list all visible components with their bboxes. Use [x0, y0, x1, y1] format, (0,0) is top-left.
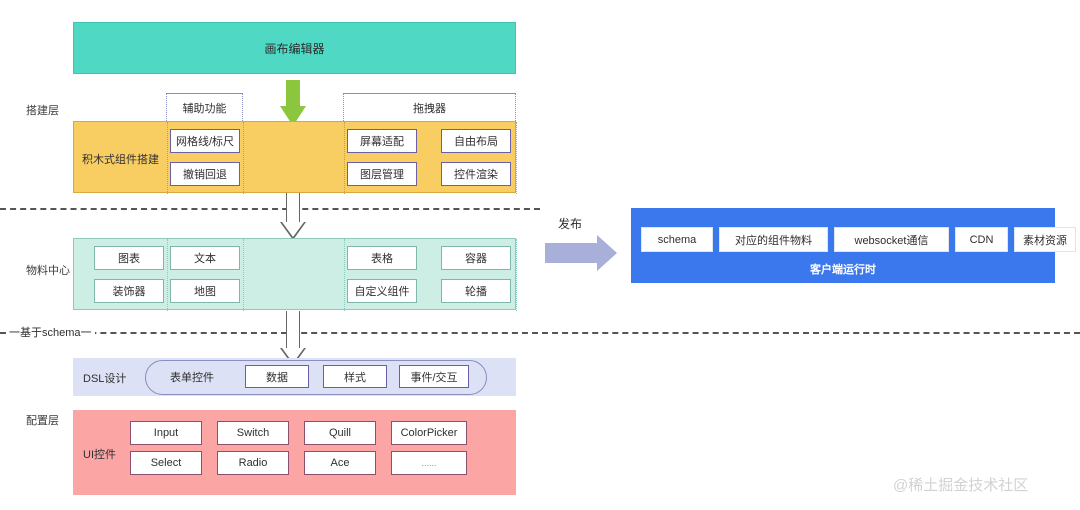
canvas-editor-bar: 画布编辑器: [73, 22, 516, 74]
chip-table[interactable]: 表格: [347, 246, 417, 270]
divider-schema: [0, 332, 1080, 334]
chip-radio[interactable]: Radio: [217, 451, 289, 475]
group-header-auxiliary-label: 辅助功能: [182, 102, 227, 115]
dsl-pill-container: [145, 360, 487, 395]
chip-assets[interactable]: 素材资源: [1014, 227, 1076, 252]
chip-free-layout[interactable]: 自由布局: [441, 129, 511, 153]
chip-grid-ruler[interactable]: 网格线/标尺: [170, 129, 240, 153]
chip-custom-component[interactable]: 自定义组件: [347, 279, 417, 303]
chip-colorpicker[interactable]: ColorPicker: [391, 421, 467, 445]
chip-ace[interactable]: Ace: [304, 451, 376, 475]
client-runtime-box: schema 对应的组件物料 websocket通信 CDN 素材资源 客户端运…: [631, 208, 1076, 283]
material-center-text: 物料中心: [26, 265, 70, 277]
ui-widgets-band: UI控件 Input Select Switch Radio Quill Ace…: [73, 410, 516, 495]
chip-event-interaction[interactable]: 事件/交互: [399, 365, 469, 388]
build-band: 积木式组件搭建 网格线/标尺 撤销回退 屏幕适配 图层管理 自由布局 控件渲染: [73, 121, 517, 194]
dsl-band-label: DSL设计: [83, 373, 127, 385]
config-layer-text: 配置层: [26, 415, 59, 427]
watermark: @稀土掘金技术社区: [893, 477, 1029, 494]
chip-map[interactable]: 地图: [170, 279, 240, 303]
material-band: 图表 装饰器 文本 地图 表格 自定义组件 容器 轮播: [73, 238, 517, 311]
chip-data[interactable]: 数据: [245, 365, 309, 388]
chip-style[interactable]: 样式: [323, 365, 387, 388]
group-header-auxiliary: 辅助功能: [166, 93, 243, 121]
divider-build-material: [0, 208, 540, 210]
chip-layer-manage[interactable]: 图层管理: [347, 162, 417, 186]
schema-rule-label: 一基于schema一: [6, 324, 95, 340]
chip-quill[interactable]: Quill: [304, 421, 376, 445]
group-header-dragger-label: 拖拽器: [413, 102, 446, 115]
chip-select[interactable]: Select: [130, 451, 202, 475]
chip-carousel[interactable]: 轮播: [441, 279, 511, 303]
chip-websocket[interactable]: websocket通信: [834, 227, 949, 252]
chip-chart[interactable]: 图表: [94, 246, 164, 270]
chip-screen-adapt[interactable]: 屏幕适配: [347, 129, 417, 153]
side-label-build-layer: 搭建层: [26, 103, 96, 117]
chip-widget-render[interactable]: 控件渲染: [441, 162, 511, 186]
chip-container[interactable]: 容器: [441, 246, 511, 270]
chip-text[interactable]: 文本: [170, 246, 240, 270]
chip-schema[interactable]: schema: [641, 227, 713, 252]
chip-undo[interactable]: 撤销回退: [170, 162, 240, 186]
publish-label: 发布: [558, 217, 583, 231]
chip-decorator[interactable]: 装饰器: [94, 279, 164, 303]
side-label-config-layer: 配置层: [26, 413, 96, 427]
group-header-dragger: 拖拽器: [343, 93, 516, 121]
build-band-label: 积木式组件搭建: [82, 154, 159, 166]
client-runtime-caption: 客户端运行时: [810, 264, 876, 276]
build-layer-text: 搭建层: [26, 105, 59, 117]
side-label-material-center: 物料中心: [26, 263, 96, 277]
chip-form-widget[interactable]: 表单控件: [170, 371, 214, 384]
canvas-editor-label: 画布编辑器: [264, 41, 325, 56]
chip-switch[interactable]: Switch: [217, 421, 289, 445]
ui-band-label: UI控件: [83, 449, 116, 461]
chip-cdn[interactable]: CDN: [955, 227, 1008, 252]
chip-input[interactable]: Input: [130, 421, 202, 445]
chip-component-material[interactable]: 对应的组件物料: [719, 227, 828, 252]
chip-more[interactable]: ......: [391, 451, 467, 475]
